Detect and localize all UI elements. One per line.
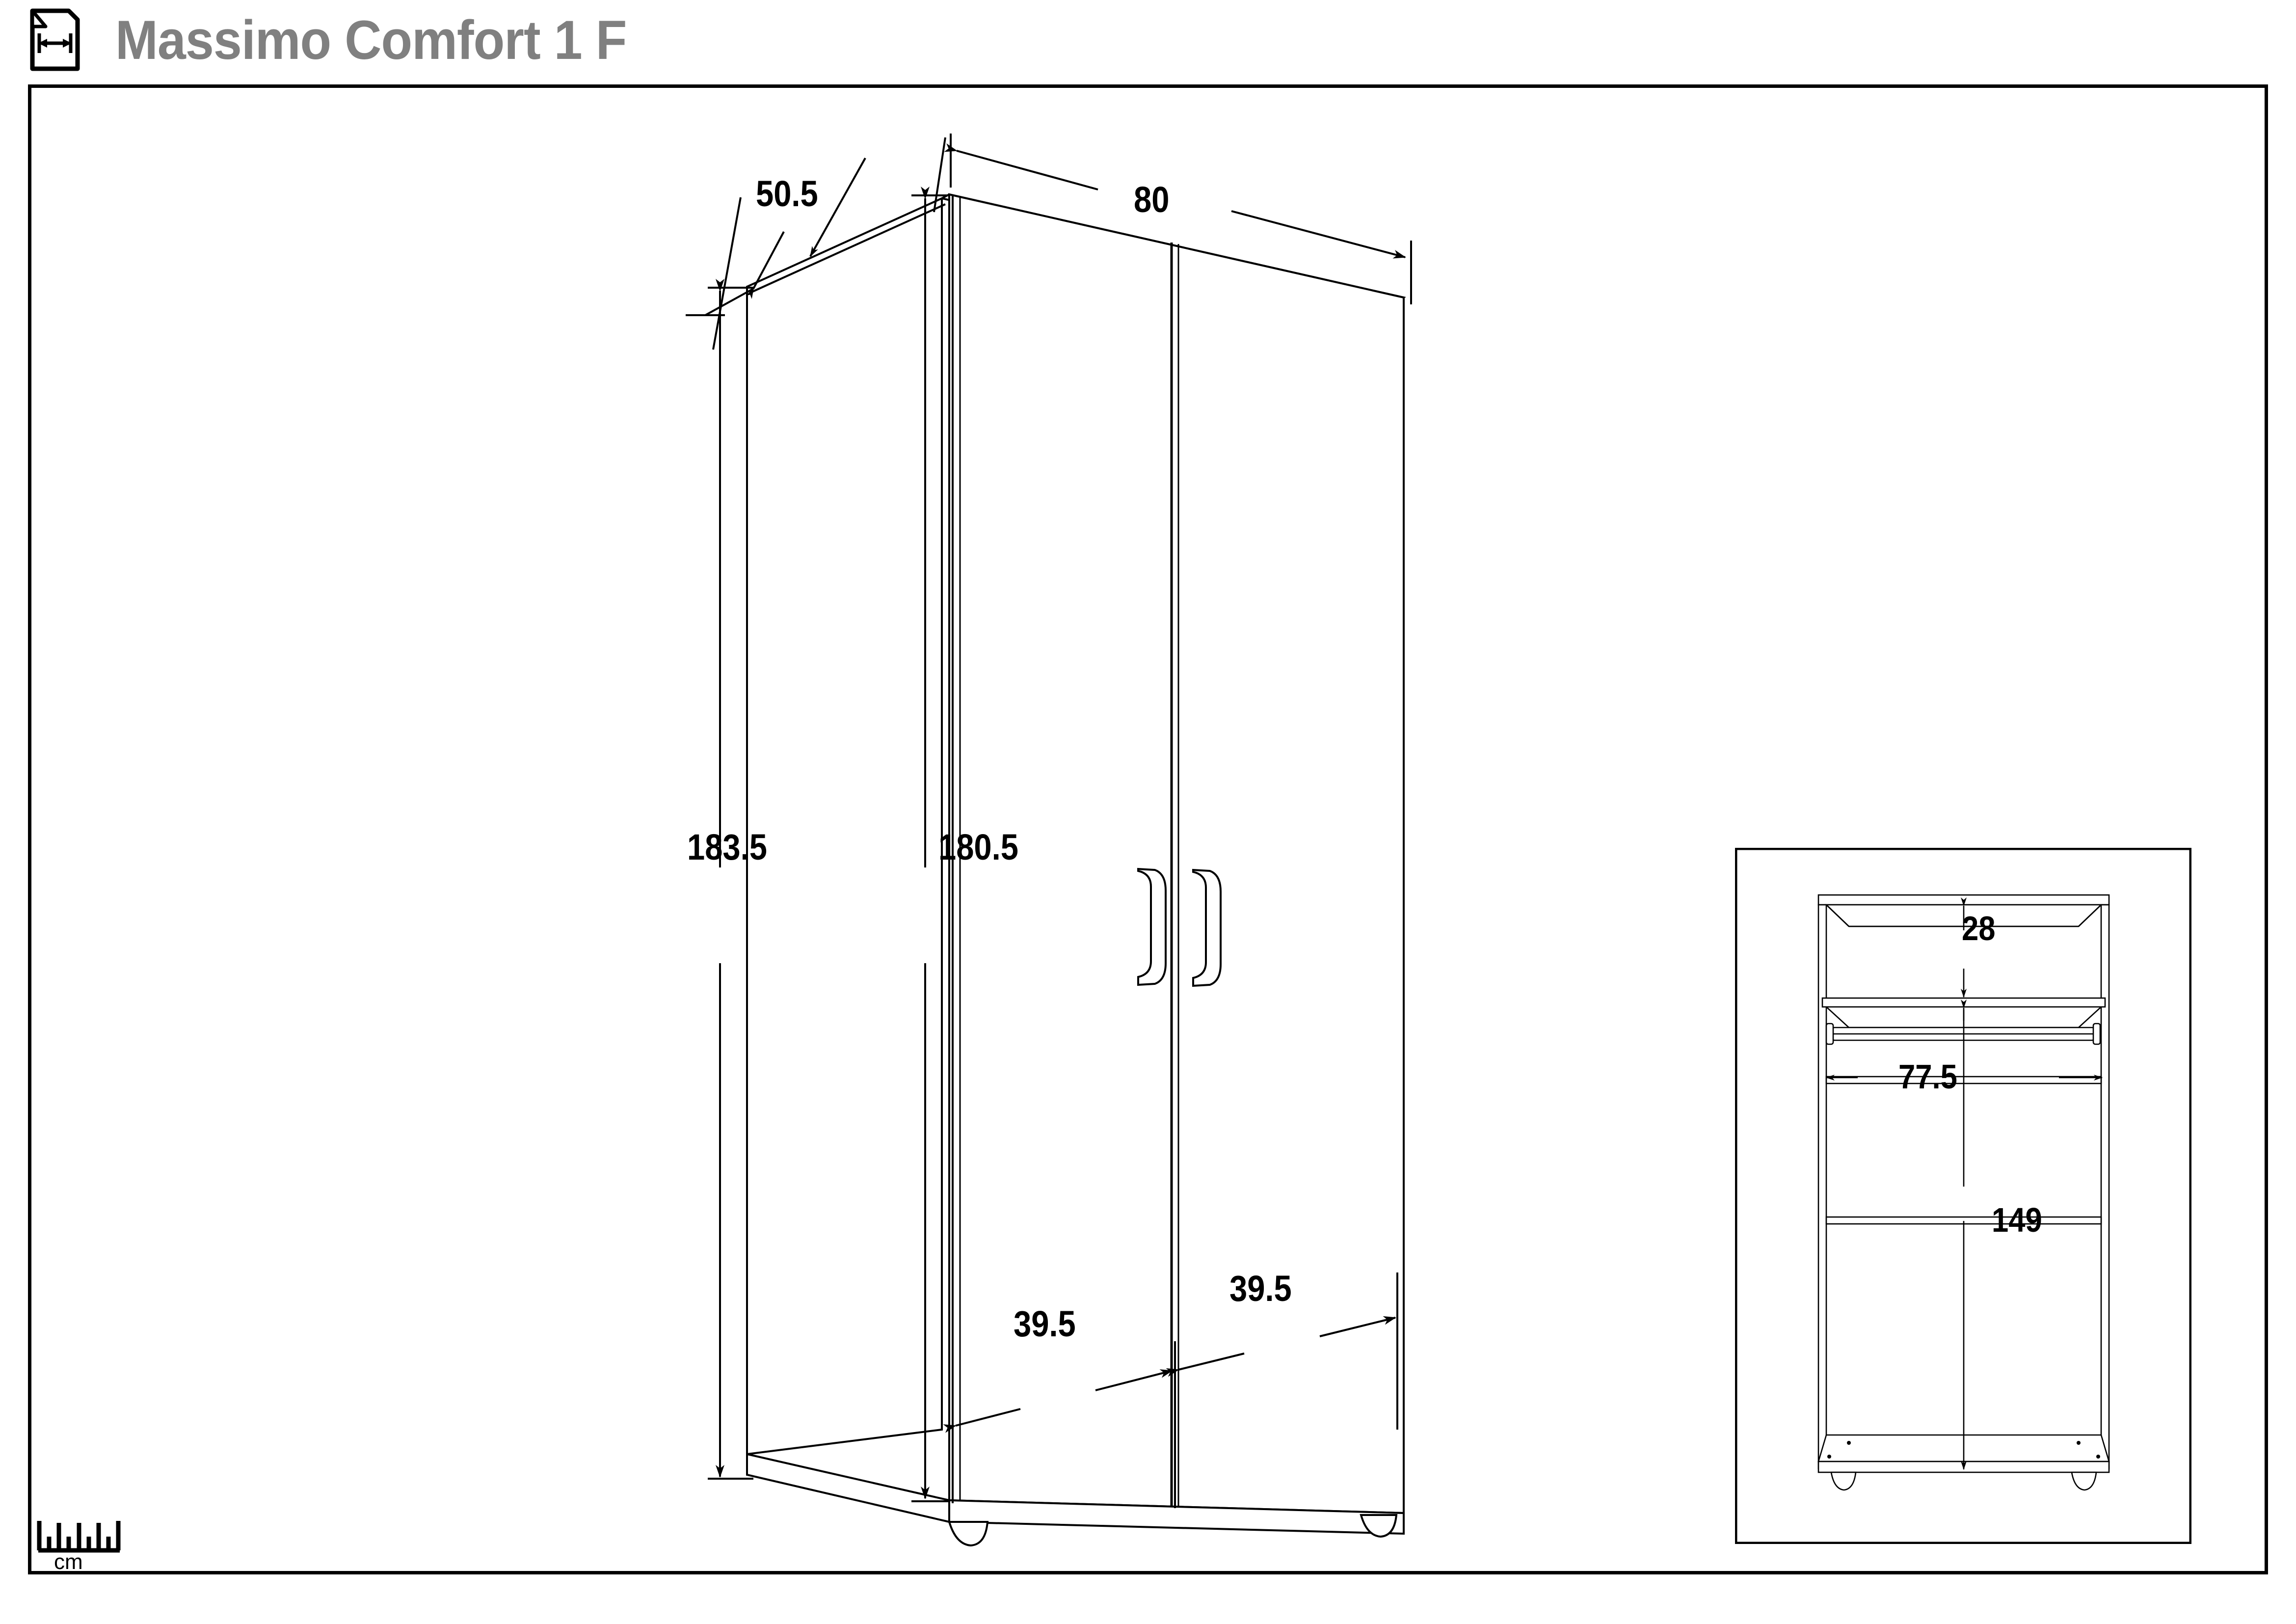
dimension-label-total-height: 183.5 [687, 827, 767, 867]
top-shelf [1821, 997, 2106, 1008]
carcass-left-side [1817, 904, 1827, 1469]
ruler-icon [37, 1521, 121, 1553]
dimension-total-height [708, 279, 753, 1480]
dimension-label-width: 80 [1134, 179, 1170, 220]
scale-unit-label: cm [54, 1550, 83, 1574]
dimension-label-body-height: 180.5 [938, 827, 1018, 867]
dimension-label-lower-height: 149 [1992, 1201, 2042, 1239]
dimension-label-interior-width: 77.5 [1898, 1057, 1957, 1096]
carcass-right-side [2100, 904, 2110, 1469]
carcass-top-panel [1817, 894, 2110, 906]
dimension-right-door-width [1166, 1272, 1398, 1430]
foot-left [948, 1521, 989, 1547]
door-handle-left[interactable] [1137, 867, 1167, 986]
door-handle-right[interactable] [1192, 868, 1222, 987]
left-side-panel [746, 196, 943, 1456]
dimension-label-top-compartment-height: 28 [1962, 909, 1996, 947]
drawing-header: Massimo Comfort 1 F [0, 0, 2296, 84]
dimension-width [944, 134, 1412, 304]
dimension-label-depth: 50.5 [756, 173, 818, 214]
inset-foot-right [2071, 1471, 2097, 1491]
wardrobe-body [746, 193, 1406, 1547]
document-dimension-icon [30, 8, 80, 71]
inset-interior-panel [1735, 848, 2191, 1544]
foot-right [1360, 1514, 1398, 1538]
page-title: Massimo Comfort 1 F [115, 9, 627, 71]
inset-foot-left [1830, 1471, 1857, 1491]
dimension-depth [686, 137, 946, 350]
dimension-label-right-door-width: 39.5 [1229, 1268, 1292, 1309]
dimension-label-left-door-width: 39.5 [1014, 1303, 1076, 1344]
dimension-body-height [911, 187, 948, 1502]
main-drawing-canvas [686, 134, 1412, 1547]
